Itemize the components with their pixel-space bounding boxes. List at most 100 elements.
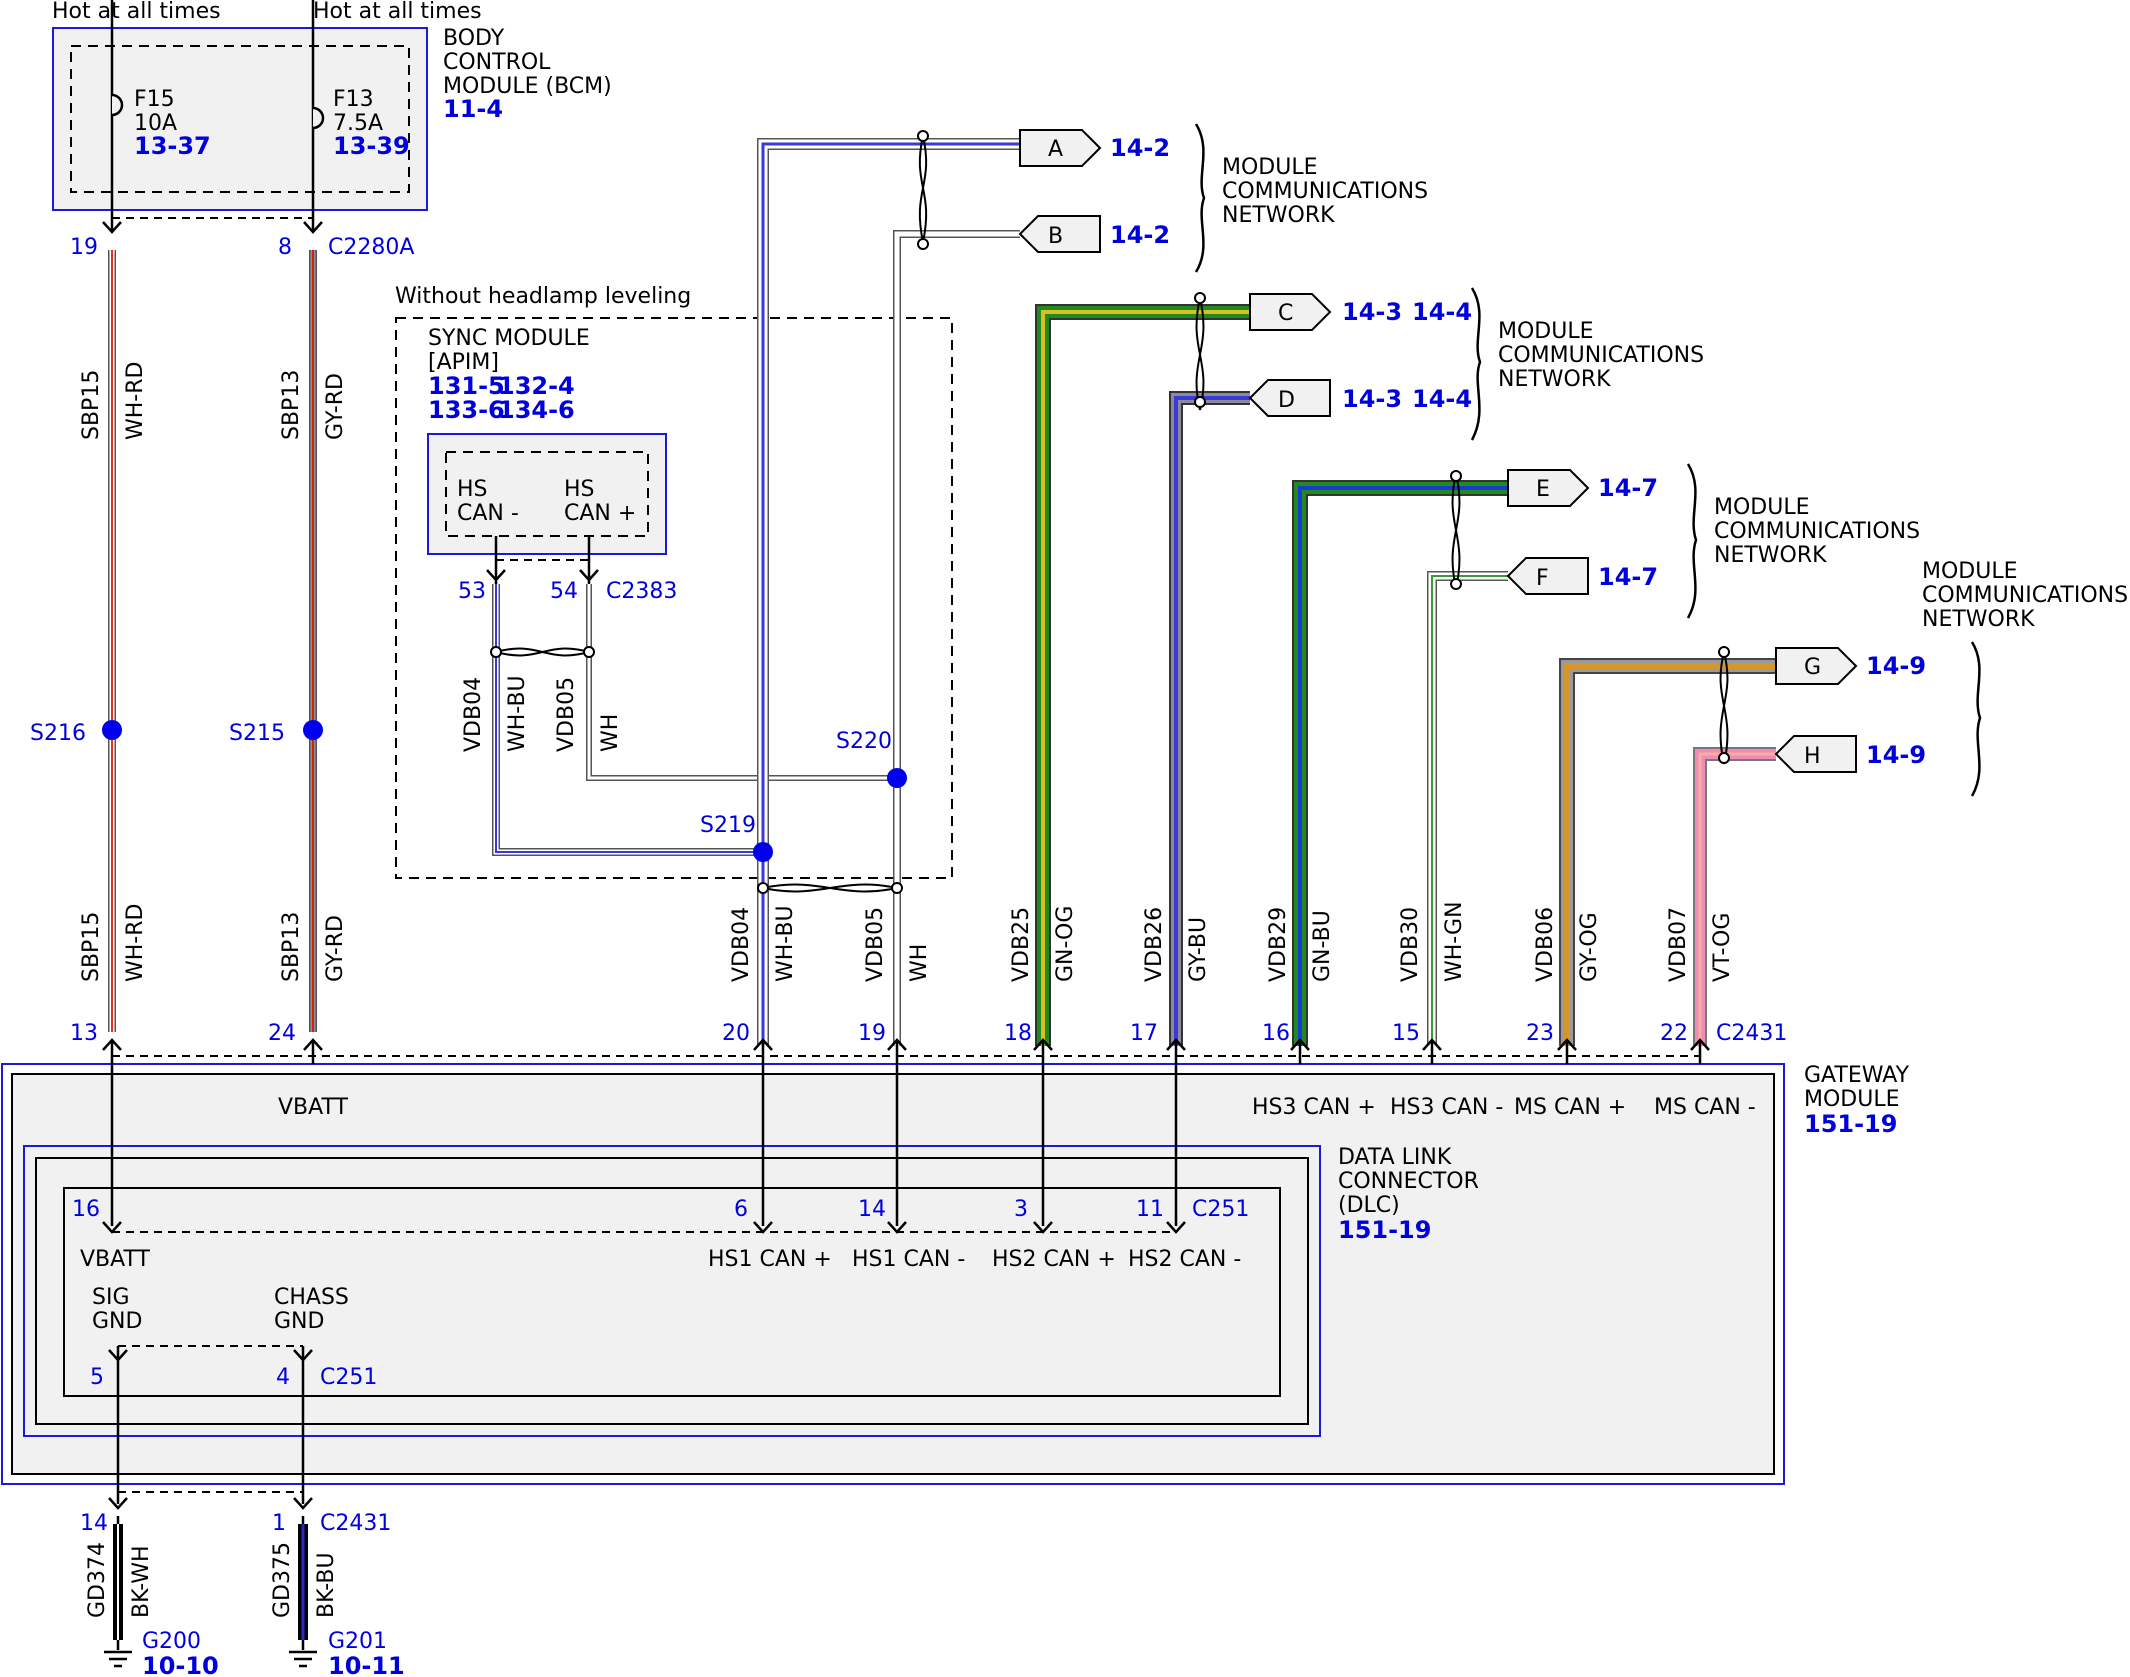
sbp15-color-top: WH-RD xyxy=(123,362,148,440)
svg-text:MODULE: MODULE xyxy=(1222,155,1318,180)
wire-vdb26 xyxy=(1169,391,1250,1046)
ground-pin-1: 1 xyxy=(272,1511,286,1536)
splice-s215-label: S215 xyxy=(229,721,285,746)
pin-19: 19 xyxy=(858,1021,886,1046)
bcm-pin-8: 8 xyxy=(278,235,292,260)
dlc-hs1-plus: HS1 CAN + xyxy=(708,1247,832,1272)
svg-text:MODULE: MODULE xyxy=(1922,559,2018,584)
fuse-f13-icon xyxy=(312,106,325,130)
dlc-hs1-minus: HS1 CAN - xyxy=(852,1247,965,1272)
dlc-pins xyxy=(102,1221,1186,1234)
flag-e-ref: 14-7 xyxy=(1598,474,1658,502)
pin-22: 22 xyxy=(1660,1021,1688,1046)
bcm-connector-c2280a: C2280A xyxy=(328,235,414,260)
flag-d[interactable]: D xyxy=(1248,379,1331,417)
vdb06-color: GY-OG xyxy=(1577,912,1602,982)
splice-s216-label: S216 xyxy=(30,721,86,746)
flag-c[interactable]: C xyxy=(1249,293,1332,331)
pin-17: 17 xyxy=(1130,1021,1158,1046)
sync-hs-plus-1: HS xyxy=(564,477,595,502)
sync-wire1-color: WH-BU xyxy=(505,675,530,752)
wire-vdb06 xyxy=(1559,658,1776,1046)
svg-text:COMMUNICATIONS: COMMUNICATIONS xyxy=(1498,343,1704,368)
dlc-pin-11: 11 xyxy=(1136,1197,1164,1222)
sync-hs-plus-2: CAN + xyxy=(564,501,636,526)
mcn-label-3: MODULE COMMUNICATIONS NETWORK xyxy=(1686,463,1920,619)
sync-wire1-circuit: VDB04 xyxy=(461,677,486,752)
sbp15-circuit-bottom: SBP15 xyxy=(79,912,104,982)
wire-vdb07 xyxy=(1693,747,1776,1046)
sbp13-circuit-bottom: SBP13 xyxy=(279,912,304,982)
bcm-ref: 11-4 xyxy=(443,95,503,123)
gateway-module-box xyxy=(1,1063,1785,1485)
sync-ref-4: 134-6 xyxy=(498,396,575,424)
sbp13-circuit-top: SBP13 xyxy=(279,370,304,440)
flag-h-letter: H xyxy=(1804,744,1821,769)
gateway-connector-c2431: C2431 xyxy=(1716,1021,1787,1046)
svg-text:COMMUNICATIONS: COMMUNICATIONS xyxy=(1222,179,1428,204)
dlc-name-1: DATA LINK xyxy=(1338,1145,1452,1170)
flag-h[interactable]: H xyxy=(1774,735,1857,773)
fuse-f13-ref: 13-39 xyxy=(333,132,410,160)
brace-icon xyxy=(1194,123,1206,273)
ground-g200-ref: 10-10 xyxy=(142,1652,219,1677)
dlc-pin-3: 3 xyxy=(1014,1197,1028,1222)
flag-f-letter: F xyxy=(1536,566,1549,591)
wire-vdb05 xyxy=(893,230,1020,1046)
hot-label-right: Hot at all times xyxy=(313,0,482,24)
bcm-name-2: CONTROL xyxy=(443,50,551,75)
fuse-f13-id: F13 xyxy=(333,87,374,112)
dlc-pin-14: 14 xyxy=(858,1197,886,1222)
gateway-vbatt: VBATT xyxy=(278,1095,349,1120)
vdb25-color: GN-OG xyxy=(1053,906,1078,982)
vdb04-color: WH-BU xyxy=(773,905,798,982)
flag-c-ref-2: 14-4 xyxy=(1412,298,1472,326)
flag-e-letter: E xyxy=(1536,477,1550,502)
sync-condition-box xyxy=(395,317,953,879)
flag-c-ref-1: 14-3 xyxy=(1342,298,1402,326)
dlc-hs2-minus: HS2 CAN - xyxy=(1128,1247,1241,1272)
pin-18: 18 xyxy=(1004,1021,1032,1046)
splice-s216 xyxy=(102,720,122,740)
pin-20: 20 xyxy=(722,1021,750,1046)
ground-g201-label: G201 xyxy=(328,1629,387,1654)
flag-e[interactable]: E xyxy=(1507,469,1590,507)
bcm-name-1: BODY xyxy=(443,26,505,51)
dlc-ref: 151-19 xyxy=(1338,1216,1431,1244)
flag-a[interactable]: A xyxy=(1019,129,1102,167)
vdb30-color: WH-GN xyxy=(1442,901,1467,982)
flag-h-ref: 14-9 xyxy=(1866,741,1926,769)
gateway-name-1: GATEWAY xyxy=(1804,1063,1910,1088)
dlc-box xyxy=(23,1145,1321,1437)
vdb07-color: VT-OG xyxy=(1710,913,1735,982)
sync-ref-3: 133-6 xyxy=(428,396,505,424)
dlc-pin-6: 6 xyxy=(734,1197,748,1222)
sbp15-color-bottom: WH-RD xyxy=(123,904,148,982)
wire-sync-vdb04 xyxy=(492,584,763,856)
sync-hs-minus-2: CAN - xyxy=(457,501,519,526)
flag-b-ref: 14-2 xyxy=(1110,221,1170,249)
vdb30-circuit: VDB30 xyxy=(1398,907,1423,982)
brace-icon xyxy=(1970,641,1982,797)
splice-s219 xyxy=(753,842,773,862)
ground-g201-ref: 10-11 xyxy=(328,1652,405,1677)
flag-g[interactable]: G xyxy=(1775,647,1858,685)
flag-d-ref-1: 14-3 xyxy=(1342,385,1402,413)
splice-s220-label: S220 xyxy=(836,729,892,754)
pin-23: 23 xyxy=(1526,1021,1554,1046)
vdb29-color: GN-BU xyxy=(1310,910,1335,982)
gateway-hs3-plus: HS3 CAN + xyxy=(1252,1095,1376,1120)
gd374-color: BK-WH xyxy=(129,1545,154,1618)
bcm-box xyxy=(52,27,428,211)
svg-text:NETWORK: NETWORK xyxy=(1714,543,1827,568)
fuse-f15-rating: 10A xyxy=(134,111,177,136)
flag-c-letter: C xyxy=(1278,301,1293,326)
vdb29-circuit: VDB29 xyxy=(1266,907,1291,982)
flag-b[interactable]: B xyxy=(1018,215,1101,253)
gd375-circuit: GD375 xyxy=(270,1542,295,1618)
flag-f[interactable]: F xyxy=(1506,557,1589,595)
svg-text:MODULE: MODULE xyxy=(1714,495,1810,520)
vdb26-color: GY-BU xyxy=(1186,917,1211,982)
dlc-name-2: CONNECTOR xyxy=(1338,1169,1479,1194)
